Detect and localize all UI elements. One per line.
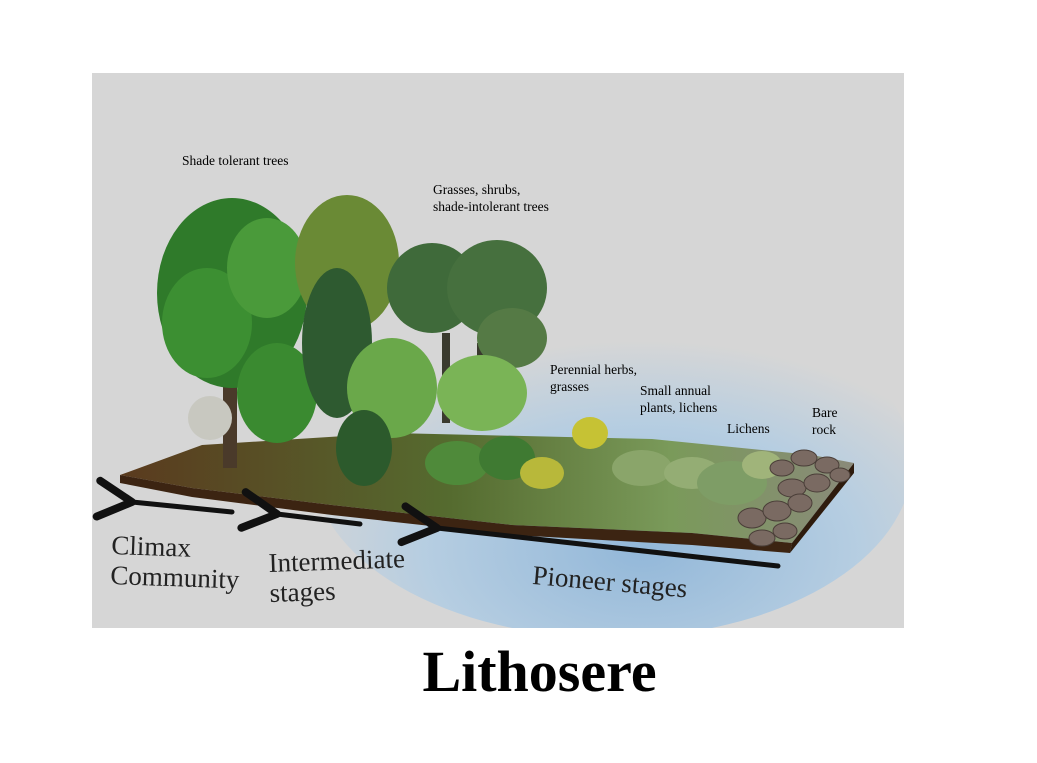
label-bare-rock: Bare rock bbox=[812, 405, 838, 437]
label-perennial-herbs: Perennial herbs, grasses bbox=[550, 362, 637, 394]
label-grasses-shrubs: Grasses, shrubs, shade-intolerant trees bbox=[433, 182, 549, 214]
bare-rocks bbox=[737, 449, 851, 547]
arrow-intermediate bbox=[237, 488, 363, 532]
label-lichens: Lichens bbox=[727, 421, 770, 436]
label-small-annual-plants: Small annual plants, lichens bbox=[640, 383, 718, 415]
diagram-title: Lithosere bbox=[422, 639, 657, 704]
succession-scene bbox=[92, 195, 904, 628]
arrow-pioneer bbox=[397, 502, 781, 569]
label-climax-community: Climax Community bbox=[109, 530, 240, 595]
pioneer-vegetation bbox=[612, 450, 782, 505]
label-intermediate-stages: Intermediate stages bbox=[268, 543, 406, 608]
label-shade-tolerant-trees: Shade tolerant trees bbox=[182, 153, 289, 168]
soil-side bbox=[790, 463, 854, 553]
intermediate-trees bbox=[336, 240, 608, 489]
diagram-panel: Shade tolerant trees Grasses, shrubs, sh… bbox=[92, 73, 904, 628]
soil-edge bbox=[120, 475, 792, 553]
ground-surface bbox=[120, 433, 854, 543]
arrow-climax bbox=[92, 476, 235, 521]
